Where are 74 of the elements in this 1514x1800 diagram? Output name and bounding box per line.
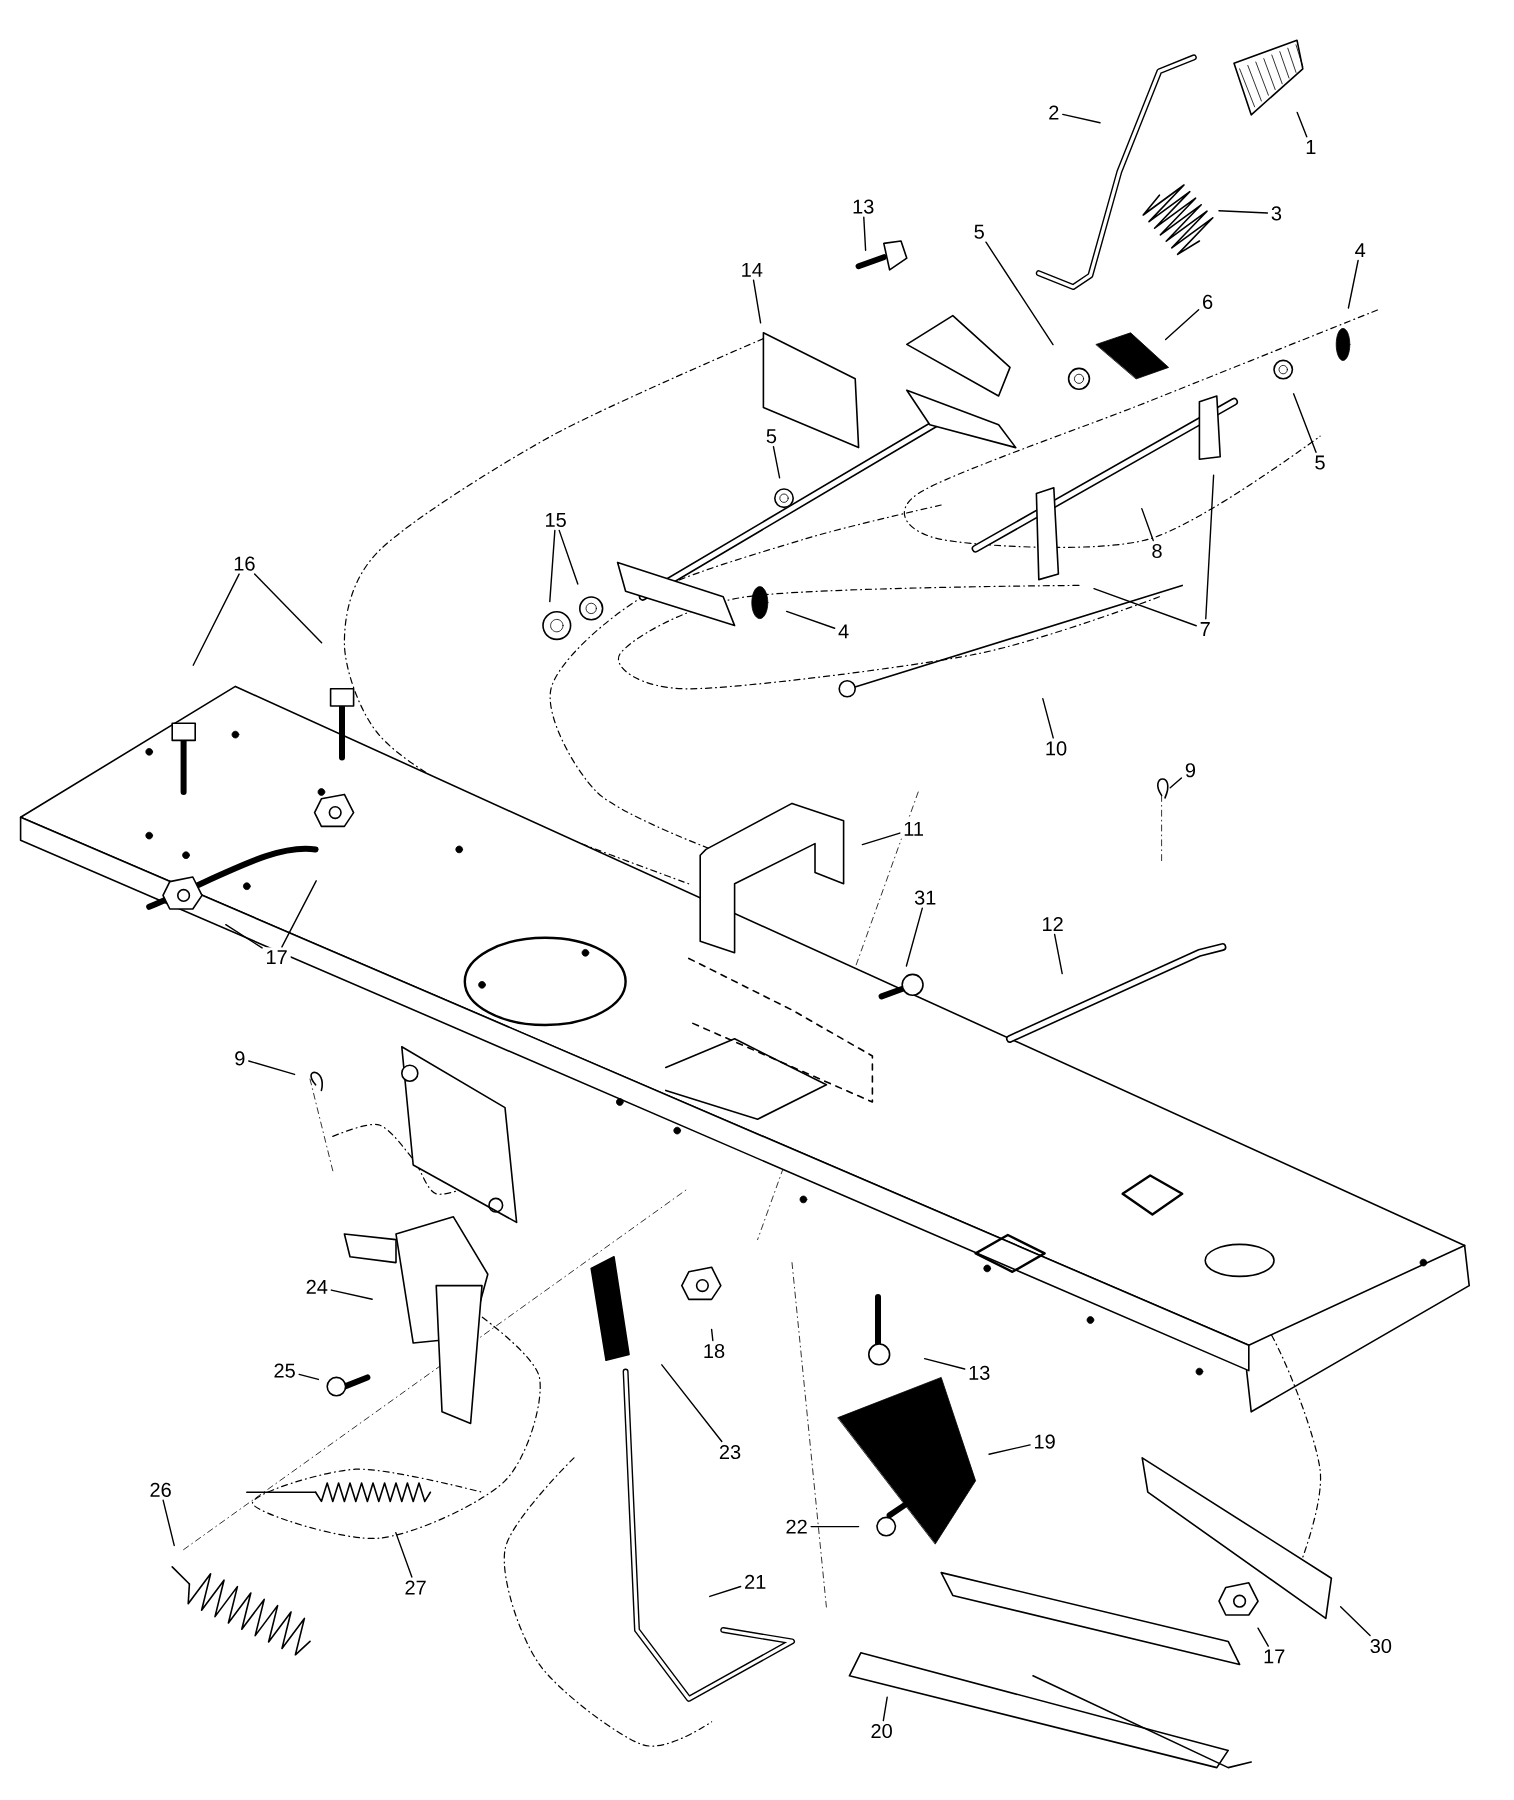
callout-number: 25 <box>270 1360 299 1381</box>
leader-line <box>1292 393 1317 453</box>
callout-number: 11 <box>900 818 927 839</box>
leader-line <box>1093 587 1197 627</box>
leader-line <box>863 216 867 251</box>
callout-number: 9 <box>231 1048 249 1069</box>
callout-number: 9 <box>1181 760 1199 781</box>
callout-number: 14 <box>737 259 766 280</box>
callout-number: 13 <box>849 196 878 217</box>
callout-number: 17 <box>1260 1646 1289 1667</box>
callout-number: 23 <box>715 1441 745 1463</box>
leader-line <box>1218 210 1269 214</box>
leader-line <box>710 1328 714 1342</box>
leader-line <box>1042 697 1054 739</box>
leader-line <box>225 923 263 949</box>
callout-number: 16 <box>230 553 259 574</box>
leader-line <box>1169 777 1183 789</box>
leader-line <box>253 573 323 644</box>
leader-line <box>709 1585 742 1598</box>
callout-number: 10 <box>1041 738 1071 759</box>
leader-line <box>281 880 317 948</box>
callout-number: 18 <box>699 1340 729 1362</box>
leader-line <box>1164 309 1200 341</box>
leader-line <box>1339 1606 1371 1637</box>
callout-number: 19 <box>1030 1431 1059 1452</box>
callout-number: 22 <box>782 1516 811 1537</box>
callout-number: 15 <box>541 510 570 530</box>
leader-line <box>395 1531 413 1578</box>
leader-line <box>923 1357 966 1370</box>
callout-number: 5 <box>1311 452 1329 473</box>
leader-line <box>988 1444 1031 1455</box>
callout-number: 24 <box>302 1276 331 1297</box>
leader-line <box>882 1696 888 1722</box>
callout-number: 20 <box>867 1720 896 1742</box>
callout-number: 30 <box>1366 1635 1395 1657</box>
leader-line <box>752 279 762 324</box>
leader-line <box>810 1525 860 1528</box>
leader-line <box>549 529 556 603</box>
leader-line <box>330 1289 373 1300</box>
callout-number: 5 <box>762 426 780 447</box>
callout-number: 5 <box>970 221 988 242</box>
callout-number: 6 <box>1199 291 1217 312</box>
leader-line <box>985 241 1054 346</box>
callout-number: 21 <box>741 1571 770 1592</box>
leader-line <box>162 1499 175 1547</box>
leader-line <box>298 1373 320 1381</box>
leader-line <box>905 907 924 967</box>
leader-line <box>861 832 901 846</box>
callout-number: 3 <box>1267 203 1285 224</box>
leader-line <box>248 1060 296 1076</box>
leader-line <box>785 610 836 629</box>
callout-number: 8 <box>1148 540 1166 562</box>
leader-line <box>1205 474 1215 620</box>
callout-number: 17 <box>262 947 291 968</box>
callout-number: 26 <box>146 1479 175 1500</box>
leader-line <box>558 529 579 585</box>
callout-number: 31 <box>911 887 940 908</box>
leader-line <box>1296 111 1308 138</box>
leader-line <box>1257 1627 1269 1647</box>
leader-line <box>772 445 781 479</box>
leader-line <box>1053 933 1063 975</box>
callout-number: 1 <box>1302 137 1320 157</box>
callout-number: 27 <box>401 1577 430 1598</box>
leader-line <box>1347 259 1359 309</box>
callout-number: 7 <box>1196 619 1214 639</box>
callout-number: 13 <box>965 1362 994 1383</box>
callout-number: 4 <box>1351 240 1369 261</box>
leader-line <box>1141 507 1154 542</box>
callout-number: 12 <box>1038 914 1067 934</box>
callout-number: 4 <box>835 621 853 642</box>
leader-line <box>1062 113 1101 124</box>
leader-line <box>661 1364 723 1443</box>
callout-number: 2 <box>1045 102 1063 123</box>
leader-line <box>192 573 240 666</box>
